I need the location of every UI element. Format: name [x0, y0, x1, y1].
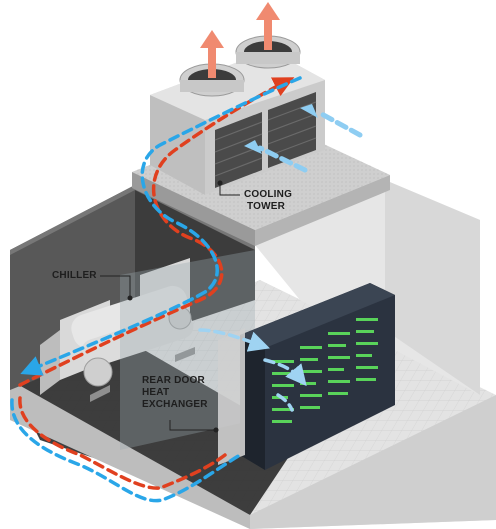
chiller [40, 258, 195, 402]
rear-door-heat-exchanger [218, 328, 245, 465]
rdhx-label-line: EXCHANGER [142, 399, 208, 410]
cooling-tower-label-line: COOLING [244, 189, 293, 200]
cold-flow-path [10, 76, 307, 503]
rdhx-label-line: HEAT [142, 387, 170, 398]
flow-arrow-icon [300, 104, 318, 118]
leader-dot [127, 295, 133, 301]
chiller-label: CHILLER [52, 270, 97, 281]
leader-dot [213, 427, 219, 433]
server-racks [240, 283, 395, 470]
leader-lines [100, 185, 240, 431]
flow-arrow-icon [244, 140, 262, 154]
hot-flow-path [18, 77, 295, 490]
flow-arrow-icon [257, 109, 363, 173]
rdhx-label-line: REAR DOOR [142, 375, 205, 386]
leader-dot [217, 180, 223, 186]
exhaust-arrow-icon [256, 2, 280, 50]
rear-door-heat-exchanger-label: REAR DOOR HEAT EXCHANGER [142, 375, 208, 411]
exhaust-arrow-icon [200, 30, 224, 78]
cooling-tower-label-line: TOWER [246, 201, 286, 212]
cooling-tower-label: COOLING TOWER [244, 189, 293, 213]
